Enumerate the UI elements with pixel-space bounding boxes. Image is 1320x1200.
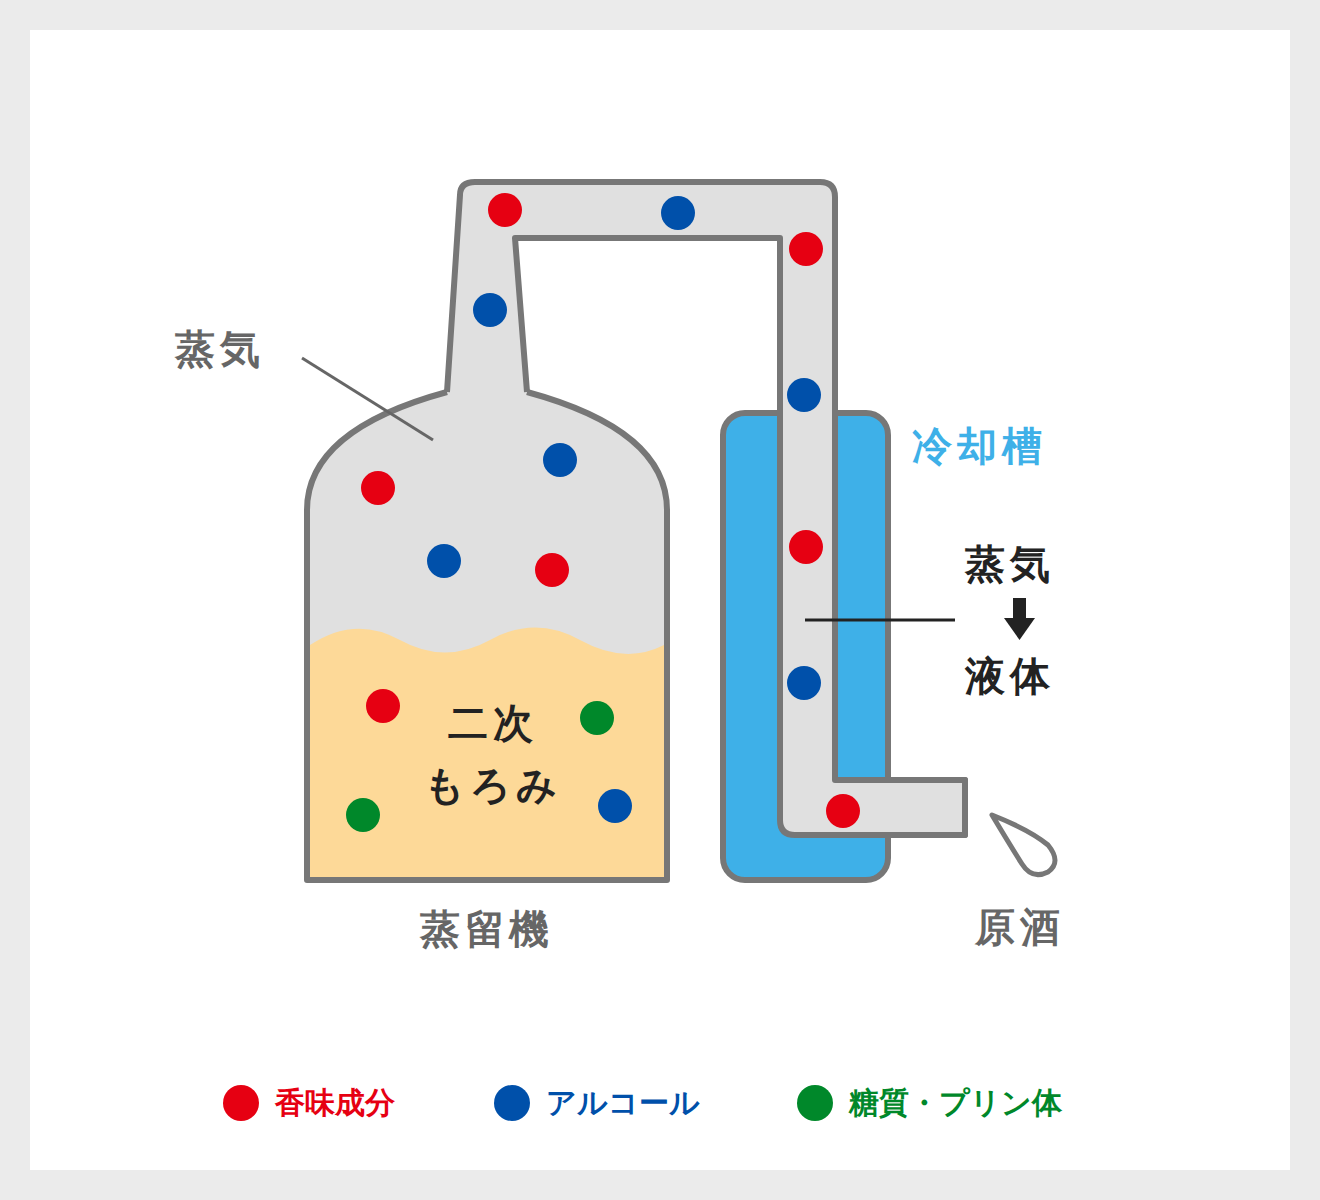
leader-line	[805, 619, 955, 622]
still-caption: 蒸留機	[307, 902, 667, 957]
sugar-dot	[346, 798, 380, 832]
drop-icon	[992, 815, 1055, 875]
legend-text: 糖質・プリン体	[849, 1085, 1062, 1121]
particle-dots	[346, 193, 860, 832]
sake-label: 原酒	[975, 903, 1065, 951]
flavor-dot	[361, 471, 395, 505]
alcohol-dot	[473, 293, 507, 327]
still-node: 蒸留機二次 もろみ	[307, 392, 667, 880]
legend-swatch	[494, 1085, 530, 1121]
still-outline	[307, 392, 667, 880]
legend-text: 香味成分	[275, 1085, 395, 1121]
legend-swatch	[223, 1085, 259, 1121]
legend-text: アルコール	[546, 1085, 700, 1121]
flavor-dot	[826, 794, 860, 828]
alcohol-dot	[787, 378, 821, 412]
mash-label: 二次 もろみ	[409, 692, 577, 816]
alcohol-dot	[787, 666, 821, 700]
mash-node: 二次 もろみ	[310, 642, 664, 877]
down-arrow	[1004, 618, 1035, 640]
flavor-dot	[789, 232, 823, 266]
still-body	[307, 392, 667, 880]
alcohol-dot	[598, 789, 632, 823]
down-arrow	[1013, 598, 1026, 620]
flavor-dot	[789, 530, 823, 564]
leader-line	[302, 358, 433, 440]
condenser-pipe	[780, 405, 965, 835]
sugar-dot	[580, 701, 614, 735]
tank-node: 冷却槽	[723, 413, 888, 880]
flavor-dot	[488, 193, 522, 227]
alcohol-dot	[661, 196, 695, 230]
steam-label: 蒸気	[175, 325, 265, 373]
steam-label: 蒸気	[965, 540, 1055, 588]
flavor-dot	[535, 553, 569, 587]
flavor-dot	[366, 689, 400, 723]
alcohol-dot	[543, 443, 577, 477]
legend-swatch	[797, 1085, 833, 1121]
liquid-label: 液体	[965, 652, 1055, 700]
alcohol-dot	[427, 544, 461, 578]
tank-label: 冷却槽	[912, 419, 1046, 474]
mash-liquid	[310, 628, 664, 878]
